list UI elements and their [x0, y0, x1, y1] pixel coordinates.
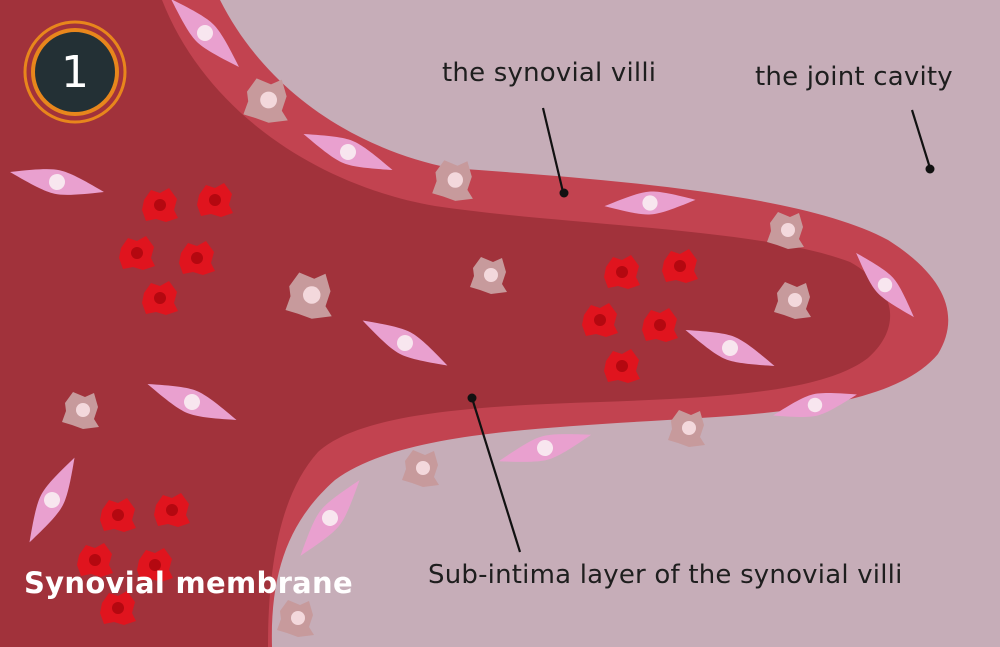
leader-line-sub-intima — [467, 393, 522, 553]
step-number: 1 — [61, 46, 89, 98]
leader-line-villi — [541, 107, 569, 198]
step-badge — [23, 20, 127, 124]
label-sub-intima-layer: Sub-intima layer of the synovial villi — [428, 560, 903, 590]
label-synovial-membrane: Synovial membrane — [24, 566, 353, 600]
leader-line-cavity — [910, 109, 935, 174]
label-synovial-villi: the synovial villi — [442, 58, 657, 88]
sub-intima-layer — [0, 0, 891, 647]
label-joint-cavity: the joint cavity — [755, 62, 953, 92]
